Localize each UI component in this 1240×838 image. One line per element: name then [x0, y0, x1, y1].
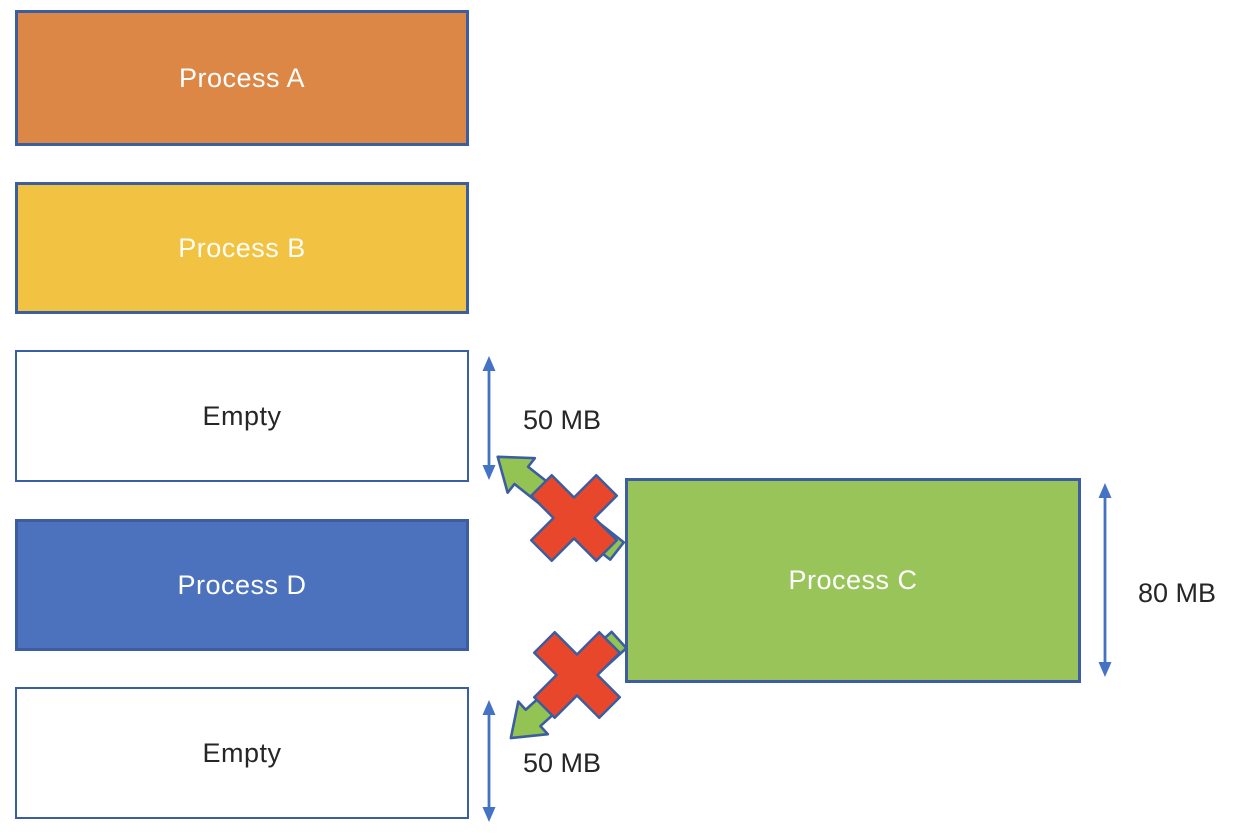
block-label-process-c: Process C [788, 565, 918, 595]
memory-block-process-b: Process B [15, 182, 469, 314]
block-label-empty-bottom: Empty [202, 737, 282, 768]
measure-arrow-head-up [482, 356, 496, 371]
measure-arrow-head-up [1098, 483, 1112, 498]
measure-arrow-top-gap-icon [482, 356, 496, 480]
gap-size-label-top: 50 MB [522, 405, 602, 435]
memory-block-process-d: Process D [15, 519, 469, 651]
cross-mark-bottom-icon [532, 630, 622, 720]
memory-block-empty-top: Empty [15, 350, 469, 482]
block-label-process-a: Process A [178, 62, 306, 93]
process-c-size-label: 80 MB [1137, 578, 1217, 608]
measure-arrow-process-c-icon [1098, 483, 1112, 677]
block-label-process-b: Process B [178, 232, 306, 263]
measure-arrow-bottom-gap-icon [482, 700, 496, 822]
block-label-empty-top: Empty [202, 400, 282, 431]
memory-block-process-c: Process C [625, 478, 1081, 683]
gap-size-label-bottom: 50 MB [522, 748, 602, 778]
measure-arrow-head-down [482, 807, 496, 822]
cross-mark-top-icon [529, 473, 619, 563]
measure-arrow-head-up [482, 700, 496, 715]
memory-block-process-a: Process A [15, 10, 469, 146]
measure-arrow-head-down [1098, 662, 1112, 677]
block-label-process-d: Process D [177, 569, 307, 600]
memory-block-empty-bottom: Empty [15, 687, 469, 819]
measure-arrow-head-down [482, 465, 496, 480]
